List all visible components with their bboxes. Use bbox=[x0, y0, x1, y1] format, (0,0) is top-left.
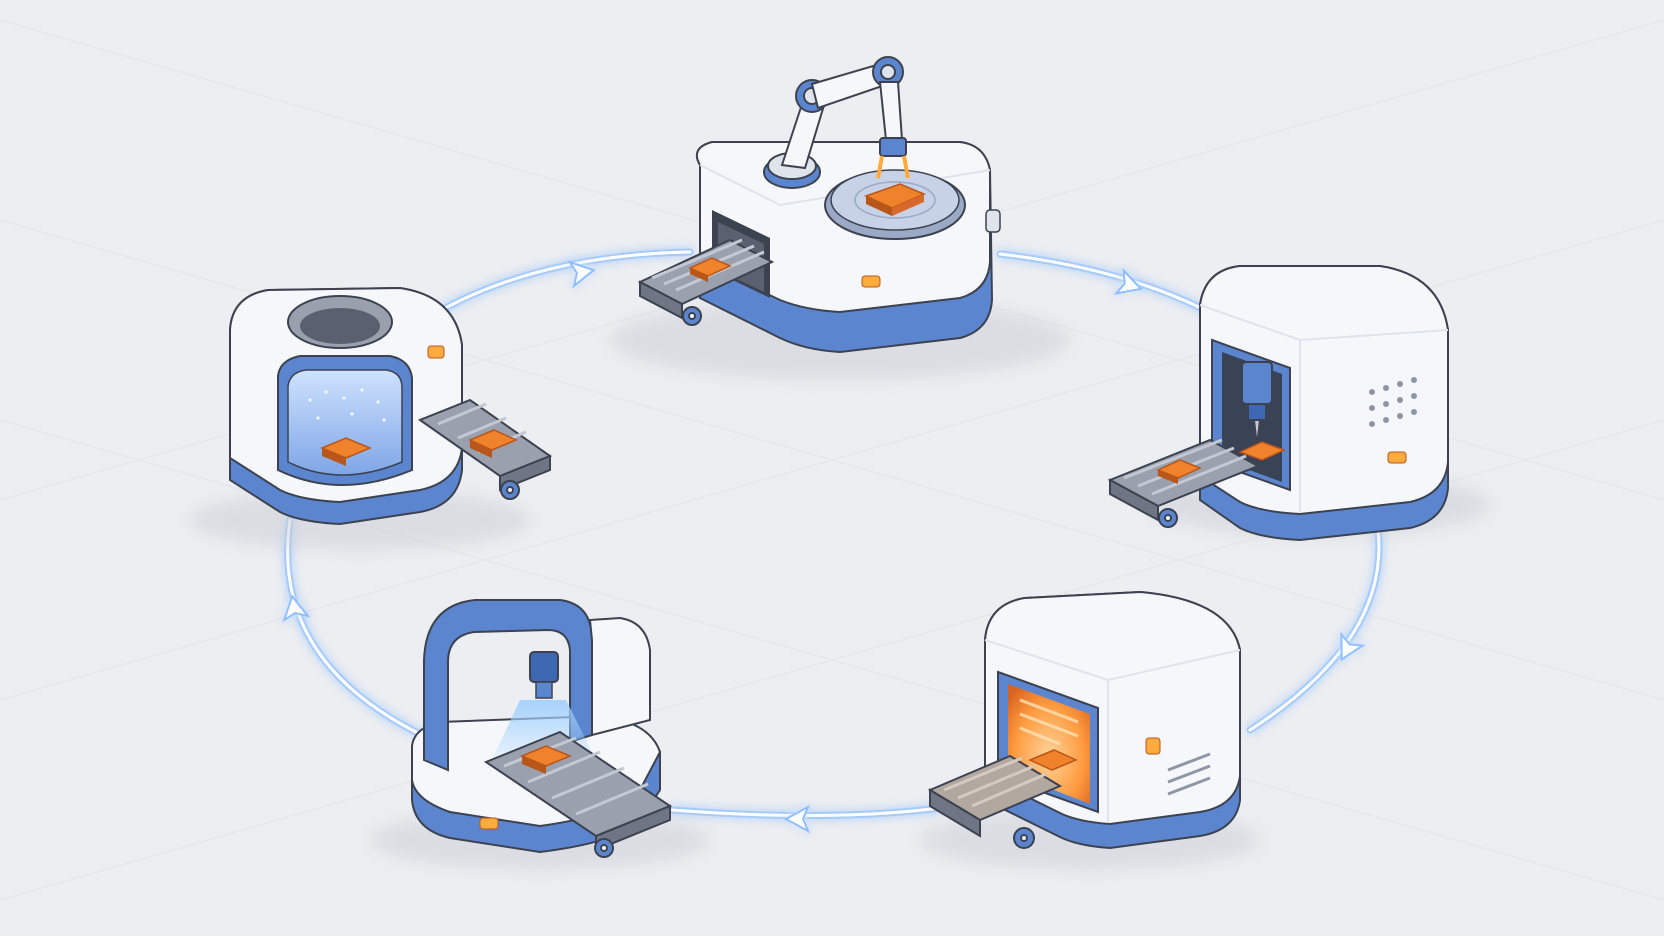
flow-arrow-icon bbox=[1340, 631, 1366, 662]
cnc-spindle-icon bbox=[1241, 361, 1273, 447]
robot-arm-icon bbox=[763, 56, 910, 189]
flow-arrow-icon bbox=[783, 804, 811, 834]
station-curing-oven bbox=[920, 590, 1260, 870]
station-laser-inspection bbox=[370, 599, 710, 870]
flow-arrow-icon bbox=[567, 260, 596, 289]
status-indicator-icon bbox=[479, 817, 499, 830]
status-indicator-icon bbox=[1387, 451, 1407, 464]
conveyor-icon bbox=[637, 238, 775, 326]
flow-segment-cnc-to-oven bbox=[1246, 526, 1383, 734]
workpiece-icon bbox=[864, 183, 926, 216]
conveyor-icon bbox=[483, 730, 673, 858]
conveyor-icon bbox=[417, 398, 553, 500]
wash-tank-icon bbox=[277, 355, 413, 486]
station-wash-chamber bbox=[190, 286, 553, 550]
flow-segment-robot-to-cnc bbox=[996, 250, 1209, 314]
station-robot-arm-cell bbox=[610, 56, 1070, 380]
conveyor-icon bbox=[1107, 438, 1261, 528]
flow-arrow-icon bbox=[1113, 267, 1143, 295]
flow-arrows bbox=[282, 260, 1366, 834]
status-indicator-icon bbox=[861, 275, 881, 288]
vent-grille-icon bbox=[1369, 377, 1417, 427]
status-indicator-icon bbox=[427, 345, 445, 359]
flow-arrow-icon bbox=[282, 594, 311, 623]
conveyor-icon bbox=[927, 754, 1063, 849]
station-cnc-mill bbox=[1107, 265, 1490, 542]
status-indicator-icon bbox=[1145, 737, 1161, 755]
flow-segment-inspection-to-wash bbox=[284, 516, 426, 739]
vent-grille-icon bbox=[1167, 752, 1211, 796]
flow-loop bbox=[284, 248, 1383, 820]
